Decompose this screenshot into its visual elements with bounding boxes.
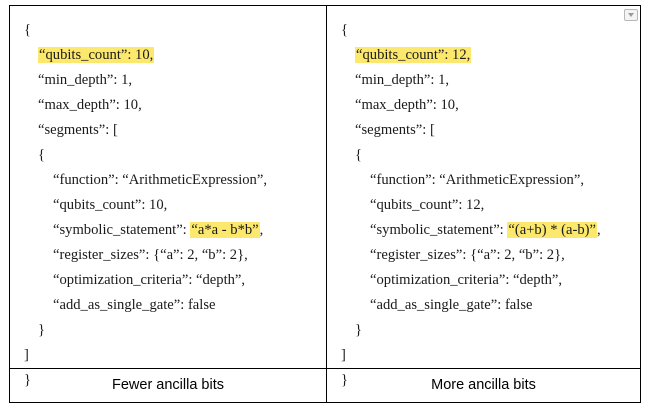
- code-line: {: [341, 22, 349, 38]
- left-code-block: { “qubits_count”: 10, “min_depth”: 1, “m…: [24, 18, 267, 393]
- code-line: “segments”: [: [355, 122, 435, 138]
- right-code-block: { “qubits_count”: 12, “min_depth”: 1, “m…: [341, 18, 601, 393]
- code-line: “optimization_criteria”: “depth”,: [53, 272, 246, 288]
- code-line: “symbolic_statement”: “(a+b) * (a-b)”,: [341, 218, 601, 243]
- highlighted-text: “qubits_count”: 12,: [355, 47, 472, 63]
- code-line: {: [355, 147, 363, 163]
- code-text: “symbolic_statement”:: [53, 222, 191, 238]
- right-code-cell: { “qubits_count”: 12, “min_depth”: 1, “m…: [326, 6, 641, 388]
- comparison-table: { “qubits_count”: 10, “min_depth”: 1, “m…: [9, 5, 641, 403]
- code-line: }: [341, 372, 349, 388]
- left-code-cell: { “qubits_count”: 10, “min_depth”: 1, “m…: [10, 6, 326, 388]
- code-text: “symbolic_statement”:: [370, 222, 508, 238]
- code-line: “add_as_single_gate”: false: [53, 297, 216, 313]
- code-line: “min_depth”: 1,: [38, 72, 133, 88]
- left-caption: Fewer ancilla bits: [111, 377, 224, 393]
- code-line: {: [38, 147, 46, 163]
- code-line: }: [38, 322, 46, 338]
- code-line: }: [355, 322, 363, 338]
- code-text: ,: [597, 222, 601, 238]
- highlighted-text: “a*a - b*b”: [190, 222, 260, 238]
- code-line: }: [24, 372, 32, 388]
- code-line: ]: [24, 347, 29, 363]
- code-line: “qubits_count”: 10,: [24, 43, 267, 68]
- code-line: “symbolic_statement”: “a*a - b*b”,: [24, 218, 267, 243]
- highlighted-text: “qubits_count”: 10,: [38, 47, 155, 63]
- chevron-down-icon[interactable]: [624, 9, 638, 21]
- right-caption: More ancilla bits: [326, 369, 640, 402]
- code-line: {: [24, 22, 32, 38]
- code-line: “add_as_single_gate”: false: [370, 297, 533, 313]
- code-line: “min_depth”: 1,: [355, 72, 450, 88]
- code-line: “function”: “ArithmeticExpression”,: [370, 172, 584, 188]
- code-line: “qubits_count”: 12,: [341, 43, 601, 68]
- code-line: “segments”: [: [38, 122, 118, 138]
- highlighted-text: “(a+b) * (a-b)”: [507, 222, 598, 238]
- code-text: ,: [259, 222, 264, 238]
- caption-row: Fewer ancilla bits More ancilla bits: [10, 368, 640, 402]
- code-line: ]: [341, 347, 346, 363]
- code-line: “max_depth”: 10,: [355, 97, 459, 113]
- code-line: “max_depth”: 10,: [38, 97, 142, 113]
- code-line: “register_sizes”: {“a”: 2, “b”: 2},: [53, 247, 248, 263]
- code-line: “function”: “ArithmeticExpression”,: [53, 172, 267, 188]
- code-line: “optimization_criteria”: “depth”,: [370, 272, 563, 288]
- code-line: “qubits_count”: 12,: [370, 197, 485, 213]
- code-line: “register_sizes”: {“a”: 2, “b”: 2},: [370, 247, 565, 263]
- code-line: “qubits_count”: 10,: [53, 197, 168, 213]
